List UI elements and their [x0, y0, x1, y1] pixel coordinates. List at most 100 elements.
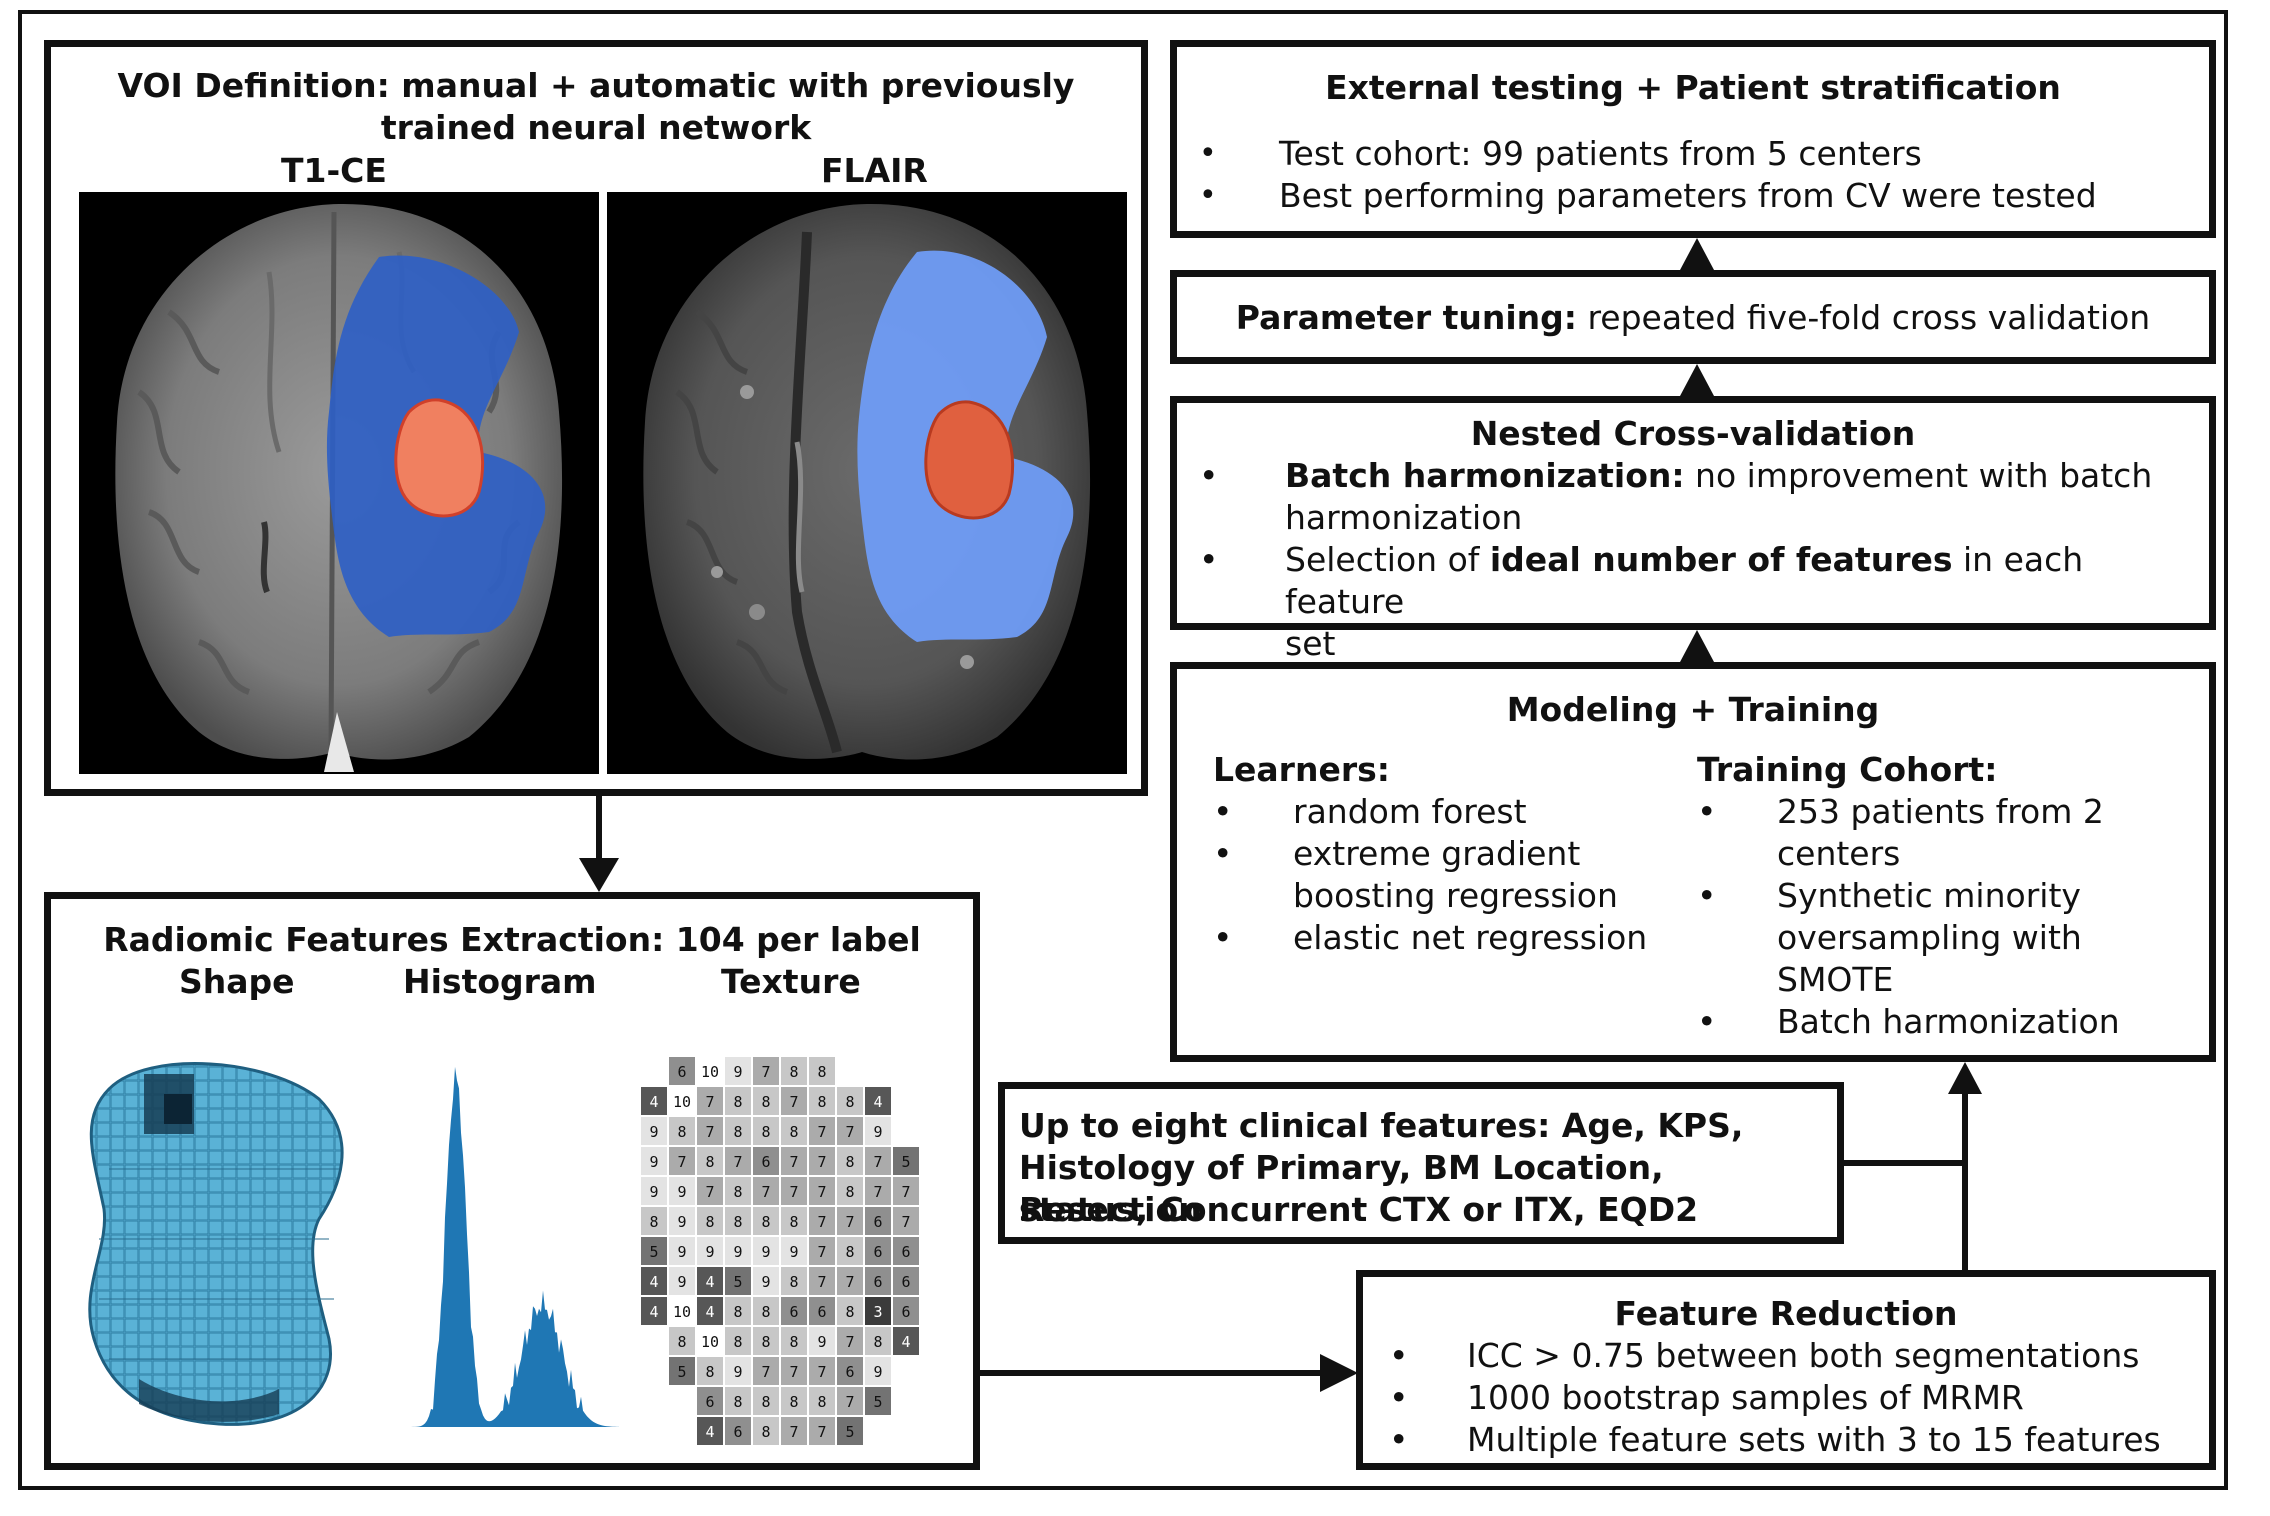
svg-text:7: 7 [789, 1183, 798, 1201]
texture-cell: 6 [697, 1387, 723, 1415]
texture-cell: 9 [725, 1357, 751, 1385]
texture-cell: 10 [669, 1087, 695, 1115]
texture-cell: 8 [725, 1327, 751, 1355]
svg-text:9: 9 [649, 1183, 658, 1201]
parameter-tuning-box: Parameter tuning: repeated five-fold cro… [1170, 270, 2216, 364]
texture-cell: 6 [809, 1297, 835, 1325]
t1-ce-label: T1-CE [281, 151, 387, 190]
texture-cell: 9 [669, 1177, 695, 1205]
texture-cell: 7 [781, 1087, 807, 1115]
texture-cell: 7 [865, 1177, 891, 1205]
svg-text:8: 8 [649, 1213, 658, 1231]
texture-cell: 8 [837, 1297, 863, 1325]
cohort-item-cont: oversampling with [1777, 918, 2082, 957]
learner-item-cont: boosting regression [1293, 876, 1618, 915]
svg-text:9: 9 [761, 1273, 770, 1291]
histogram-chart [379, 1066, 619, 1427]
t1-ce-mri-image [79, 192, 599, 774]
svg-text:7: 7 [817, 1213, 826, 1231]
svg-text:9: 9 [789, 1243, 798, 1261]
cohort-item-cont: centers [1777, 834, 1901, 873]
tumor-region-t1 [394, 398, 485, 518]
svg-text:8: 8 [845, 1183, 854, 1201]
texture-cell: 7 [669, 1147, 695, 1175]
svg-text:8: 8 [789, 1333, 798, 1351]
svg-text:6: 6 [873, 1273, 882, 1291]
texture-cell: 9 [669, 1207, 695, 1235]
svg-text:7: 7 [901, 1213, 910, 1231]
svg-text:7: 7 [817, 1183, 826, 1201]
svg-text:4: 4 [901, 1333, 910, 1351]
reduction-item: •1000 bootstrap samples of MRMR [1389, 1378, 2024, 1417]
texture-cell: 10 [697, 1327, 723, 1355]
texture-cell: 8 [837, 1237, 863, 1265]
connector-clinical [1844, 1160, 1968, 1166]
texture-cell: 8 [781, 1057, 807, 1085]
training-cohort-title: Training Cohort: [1697, 750, 1998, 789]
texture-cell: 9 [669, 1237, 695, 1265]
svg-text:7: 7 [873, 1183, 882, 1201]
texture-cell: 8 [641, 1207, 667, 1235]
svg-text:7: 7 [817, 1273, 826, 1291]
svg-text:7: 7 [817, 1423, 826, 1441]
svg-text:7: 7 [761, 1363, 770, 1381]
texture-cell: 6 [725, 1417, 751, 1445]
cohort-item-cont: SMOTE [1777, 960, 1894, 999]
flair-label: FLAIR [821, 151, 928, 190]
svg-text:9: 9 [873, 1123, 882, 1141]
texture-cell: 8 [753, 1117, 779, 1145]
texture-cell: 8 [809, 1057, 835, 1085]
clinical-line3: status, Concurrent CTX or ITX, EQD2 [1019, 1190, 1699, 1229]
external-testing-box: External testing + Patient stratificatio… [1170, 40, 2216, 238]
modeling-title: Modeling + Training [1506, 690, 1880, 729]
svg-text:7: 7 [761, 1063, 770, 1081]
svg-text:8: 8 [761, 1303, 770, 1321]
learners-title: Learners: [1213, 750, 1390, 789]
texture-cell: 6 [865, 1237, 891, 1265]
texture-cell: 7 [781, 1147, 807, 1175]
svg-text:7: 7 [733, 1153, 742, 1171]
texture-cell: 8 [697, 1207, 723, 1235]
svg-text:4: 4 [649, 1273, 658, 1291]
external-item: •Test cohort: 99 patients from 5 centers [1199, 134, 1922, 173]
svg-text:6: 6 [901, 1303, 910, 1321]
external-item: •Best performing parameters from CV were… [1199, 176, 2097, 215]
texture-cell: 9 [753, 1237, 779, 1265]
texture-cell: 9 [669, 1267, 695, 1295]
texture-cell: 7 [697, 1087, 723, 1115]
texture-cell: 8 [697, 1357, 723, 1385]
texture-cell: 7 [809, 1117, 835, 1145]
texture-cell: 8 [753, 1417, 779, 1445]
svg-text:8: 8 [873, 1333, 882, 1351]
texture-cell: 8 [781, 1387, 807, 1415]
texture-cell: 7 [809, 1207, 835, 1235]
texture-cell: 7 [809, 1267, 835, 1295]
svg-text:6: 6 [677, 1063, 686, 1081]
texture-cell: 6 [865, 1267, 891, 1295]
svg-text:8: 8 [761, 1333, 770, 1351]
texture-cell: 6 [781, 1297, 807, 1325]
texture-cell: 8 [809, 1387, 835, 1415]
texture-cell: 4 [697, 1267, 723, 1295]
svg-text:5: 5 [845, 1423, 854, 1441]
shape-label: Shape [179, 962, 295, 1001]
svg-text:7: 7 [817, 1243, 826, 1261]
texture-cell: 4 [641, 1087, 667, 1115]
svg-text:5: 5 [733, 1273, 742, 1291]
texture-cell: 4 [865, 1087, 891, 1115]
texture-cell: 8 [837, 1147, 863, 1175]
texture-cell: 8 [781, 1267, 807, 1295]
texture-cell: 7 [781, 1417, 807, 1445]
texture-cell: 7 [837, 1267, 863, 1295]
texture-cell: 7 [753, 1177, 779, 1205]
voi-title-line1: VOI Definition: manual + automatic with … [117, 66, 1075, 105]
texture-cell: 9 [809, 1327, 835, 1355]
cohort-item: •Synthetic minority [1697, 876, 2081, 915]
svg-text:8: 8 [845, 1243, 854, 1261]
texture-cell: 5 [865, 1387, 891, 1415]
svg-text:8: 8 [761, 1393, 770, 1411]
texture-cell: 8 [725, 1117, 751, 1145]
texture-cell: 7 [809, 1357, 835, 1385]
texture-cell: 9 [865, 1357, 891, 1385]
svg-text:7: 7 [789, 1363, 798, 1381]
